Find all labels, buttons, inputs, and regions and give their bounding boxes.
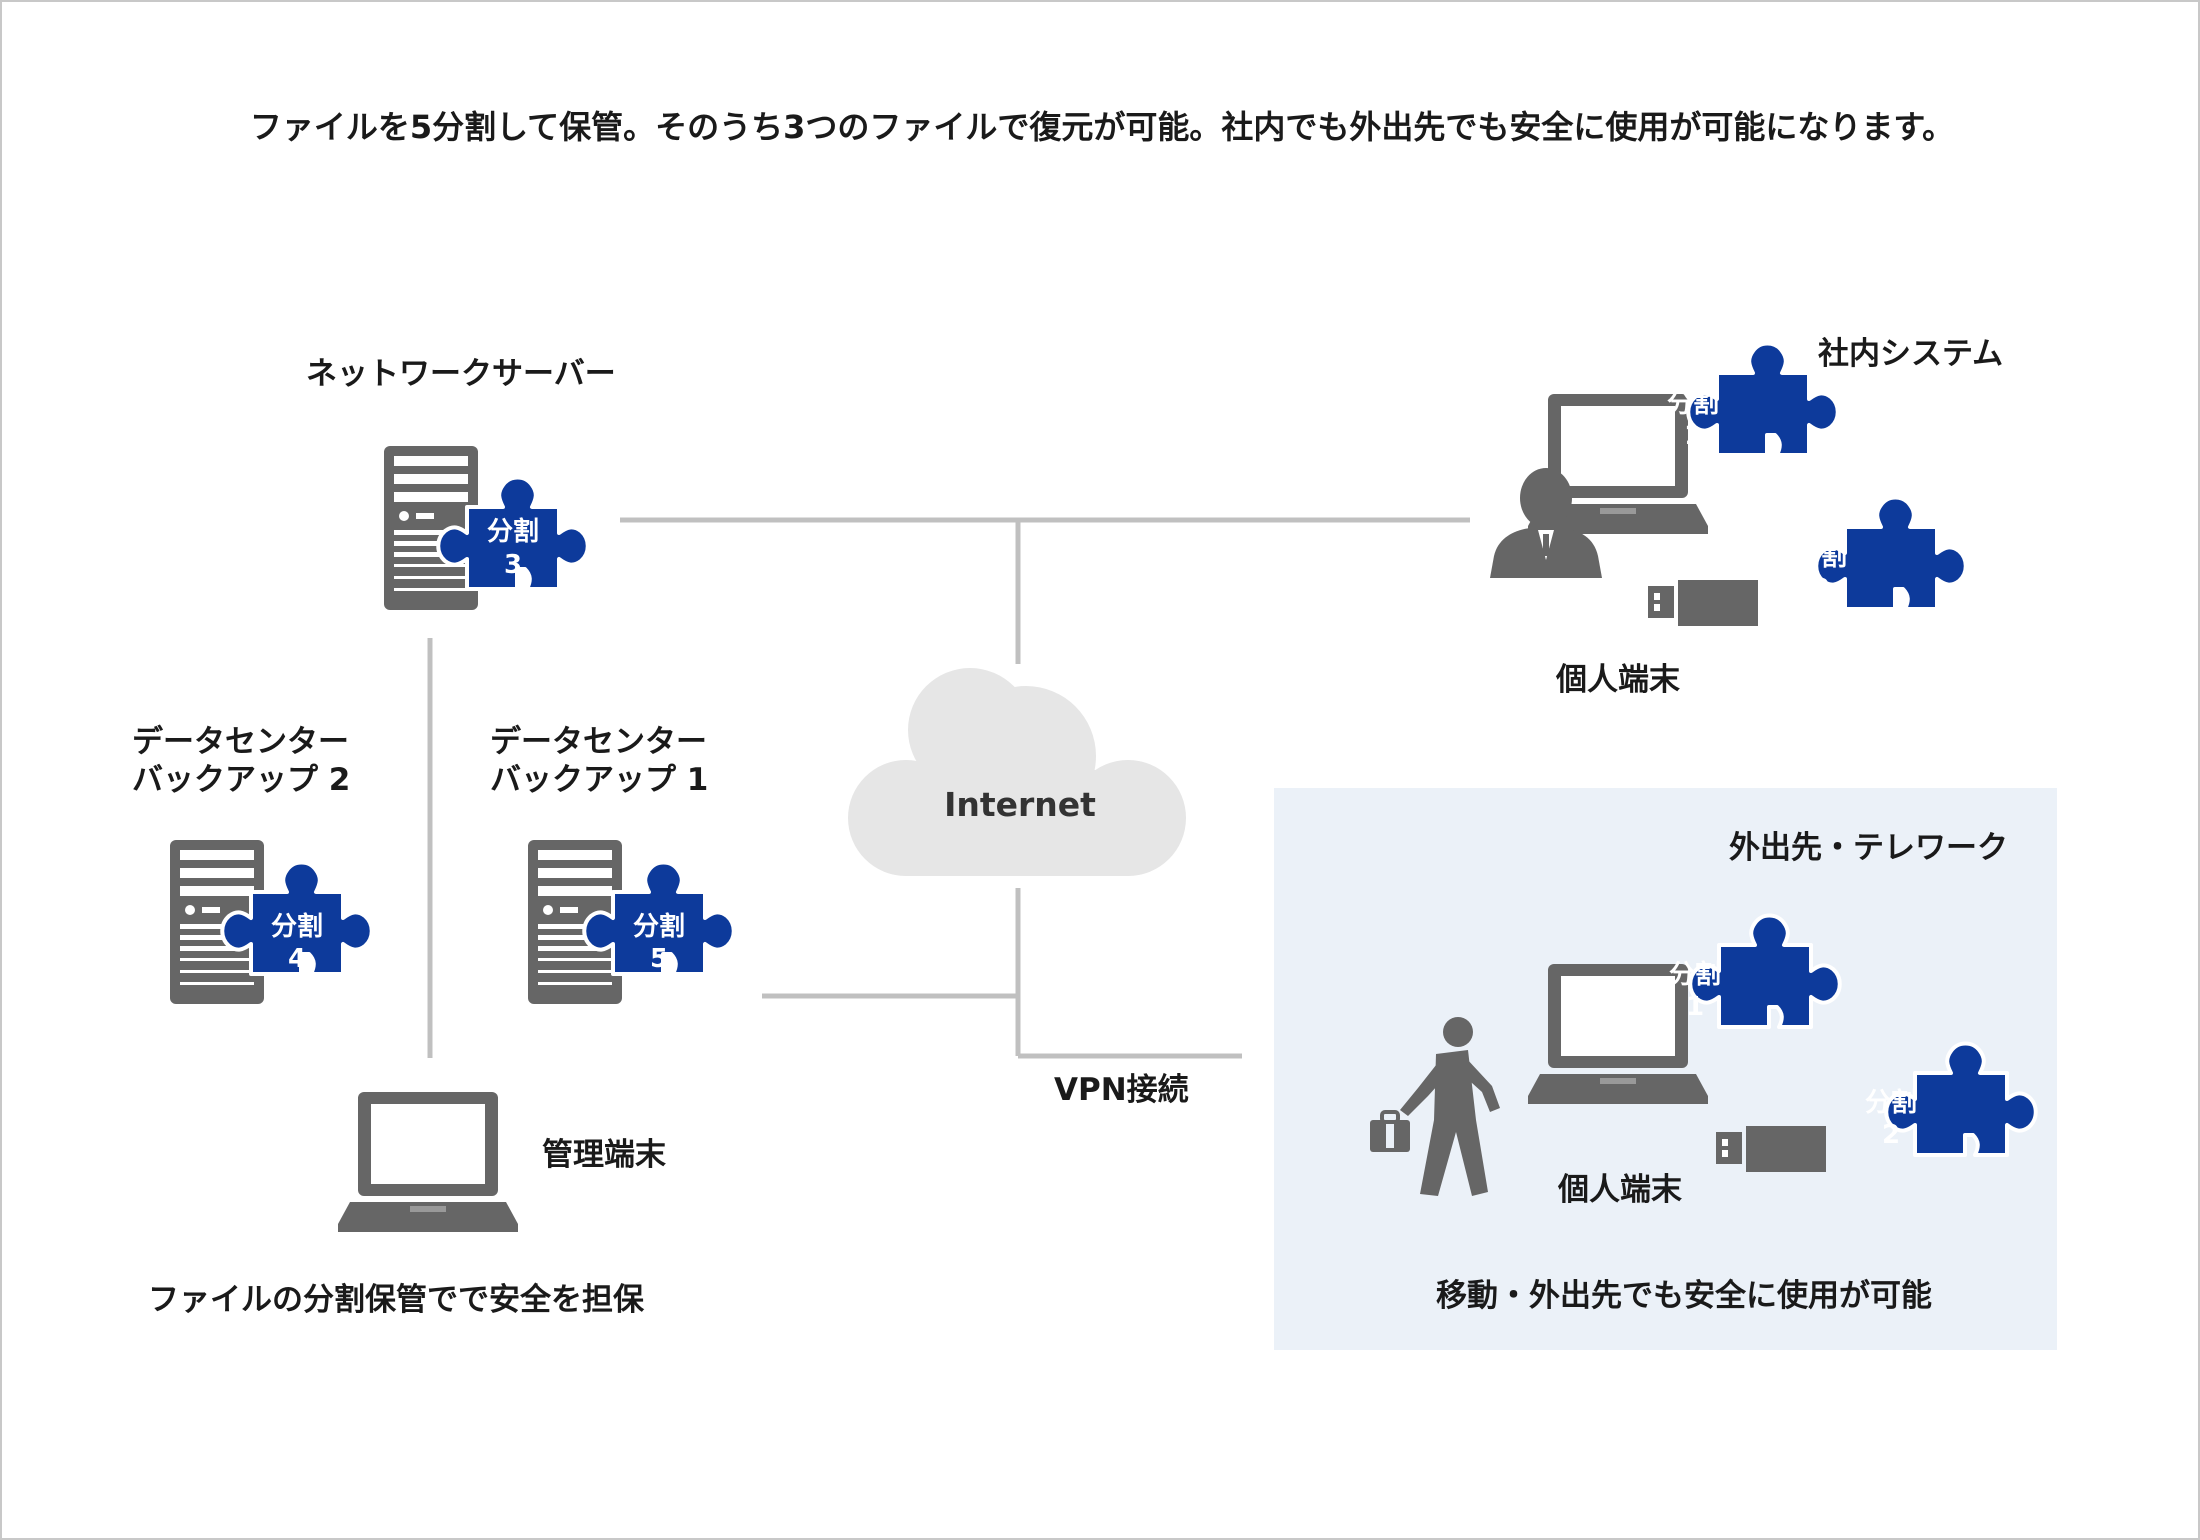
piece-word: 分割	[271, 911, 323, 942]
walking-businessman-icon	[1370, 1017, 1500, 1196]
internal-system-label: 社内システム	[1818, 336, 2004, 372]
piece-number: 4	[288, 944, 306, 974]
piece-number: 2	[1812, 574, 1830, 604]
piece-number: 1	[1684, 421, 1702, 451]
piece-word: 分割	[1795, 541, 1847, 572]
telework-zone	[1274, 788, 2057, 1350]
dc-backup-1-label-line2: バックアップ 1	[490, 762, 709, 798]
telework-title: 外出先・テレワーク	[1729, 830, 2008, 866]
vpn-label: VPN接続	[1054, 1072, 1189, 1108]
personal-terminal-label: 個人端末	[1558, 1172, 1682, 1208]
cloud-label: Internet	[944, 785, 1096, 824]
telework-caption: 移動・外出先でも安全に使用が可能	[1436, 1278, 1932, 1314]
piece-number: 2	[1882, 1120, 1900, 1150]
piece-number: 1	[1686, 992, 1704, 1022]
businessman-icon	[1490, 468, 1602, 578]
piece-word: 分割	[1667, 388, 1719, 419]
usb-drive-icon	[1716, 1126, 1826, 1172]
piece-word: 分割	[487, 516, 539, 547]
internet-cloud: Internet	[848, 668, 1186, 876]
header-text: ファイルを5分割して保管。そのうち3つのファイルで復元が可能。社内でも外出先でも…	[249, 108, 1955, 146]
piece-word: 分割	[633, 911, 685, 942]
laptop-icon	[338, 1092, 518, 1232]
piece-word: 分割	[1669, 959, 1721, 990]
connection-lines	[427, 517, 1470, 1059]
left-caption: ファイルの分割保管でで安全を担保	[148, 1282, 644, 1318]
piece-number: 3	[504, 550, 522, 580]
usb-drive-icon	[1648, 580, 1758, 626]
admin-terminal-label: 管理端末	[542, 1137, 666, 1173]
piece-number: 5	[650, 944, 668, 974]
personal-terminal-label: 個人端末	[1556, 662, 1680, 698]
dc-backup-2-label-line1: データセンター	[132, 724, 349, 760]
server-icon	[384, 446, 478, 610]
dc-backup-2-label-line2: バックアップ 2	[132, 762, 351, 798]
piece-word: 分割	[1865, 1087, 1917, 1118]
network-server-label: ネットワークサーバー	[306, 356, 616, 392]
dc-backup-1-label-line1: データセンター	[490, 724, 707, 760]
